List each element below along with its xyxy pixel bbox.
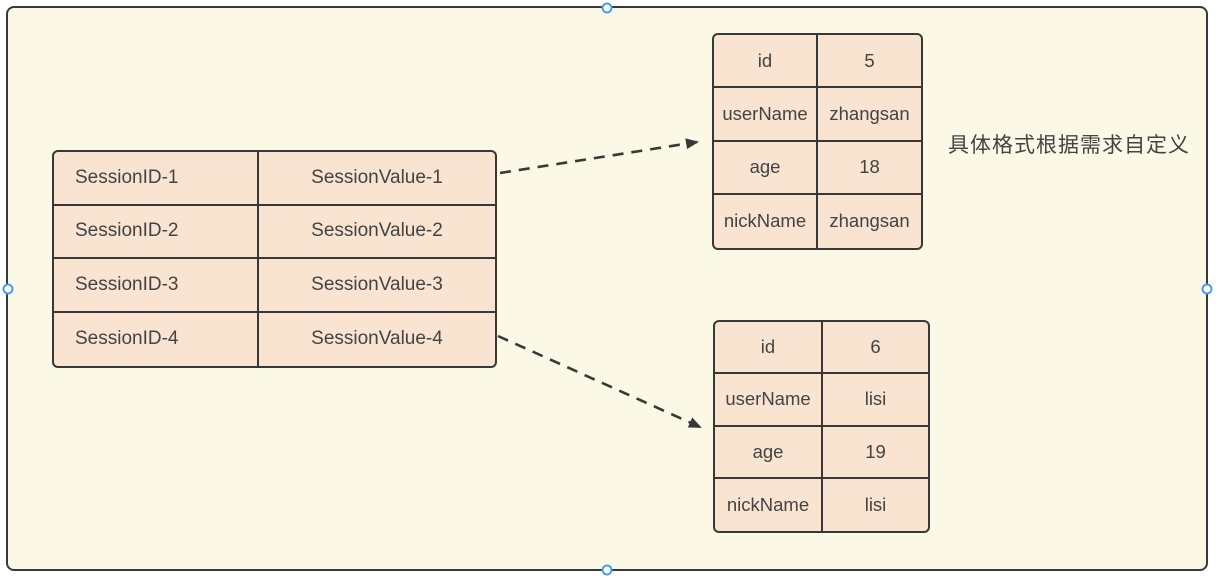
user-object-table-2[interactable]: id 6 userName lisi age 19 nickName lisi	[713, 320, 930, 533]
selection-handle-left[interactable]	[2, 283, 14, 295]
field-value-cell[interactable]: 18	[818, 142, 921, 195]
field-value-cell[interactable]: zhangsan	[818, 88, 921, 142]
session-value-cell[interactable]: SessionValue-2	[259, 206, 495, 259]
field-key-cell[interactable]: age	[715, 426, 823, 479]
field-key-cell[interactable]: age	[714, 141, 818, 195]
session-id-cell[interactable]: SessionID-2	[54, 205, 259, 259]
field-value-cell[interactable]: lisi	[823, 374, 928, 427]
field-value-cell[interactable]: 5	[818, 35, 921, 89]
arrow-session1-to-user1[interactable]	[499, 138, 699, 175]
selection-handle-right[interactable]	[1201, 283, 1213, 295]
field-key-cell[interactable]: id	[715, 322, 823, 375]
field-value-cell[interactable]: 6	[823, 322, 928, 375]
session-value-cell[interactable]: SessionValue-1	[259, 152, 495, 206]
arrow-session4-to-user2[interactable]	[497, 334, 702, 429]
field-key-cell[interactable]: nickName	[714, 194, 818, 248]
session-id-cell[interactable]: SessionID-3	[54, 259, 259, 313]
selection-handle-bottom[interactable]	[601, 564, 613, 576]
session-id-cell[interactable]: SessionID-4	[54, 312, 259, 366]
session-id-cell[interactable]: SessionID-1	[54, 152, 259, 206]
field-key-cell[interactable]: nickName	[715, 478, 823, 531]
session-table[interactable]: SessionID-1 SessionValue-1 SessionID-2 S…	[52, 150, 497, 368]
field-key-cell[interactable]: userName	[714, 88, 818, 142]
annotation-text[interactable]: 具体格式根据需求自定义	[948, 134, 1190, 157]
field-value-cell[interactable]: zhangsan	[829, 210, 910, 232]
field-key-cell[interactable]: id	[714, 35, 818, 89]
user-object-table-1[interactable]: id 5 userName zhangsan age 18 nickName z…	[712, 33, 923, 250]
selection-handle-top[interactable]	[601, 2, 613, 14]
session-value-cell[interactable]: SessionValue-4	[311, 328, 443, 350]
field-value-cell[interactable]: 19	[823, 427, 928, 479]
session-value-cell[interactable]: SessionValue-3	[259, 259, 495, 313]
field-key-cell[interactable]: userName	[715, 374, 823, 427]
field-value-cell[interactable]: lisi	[864, 493, 887, 515]
